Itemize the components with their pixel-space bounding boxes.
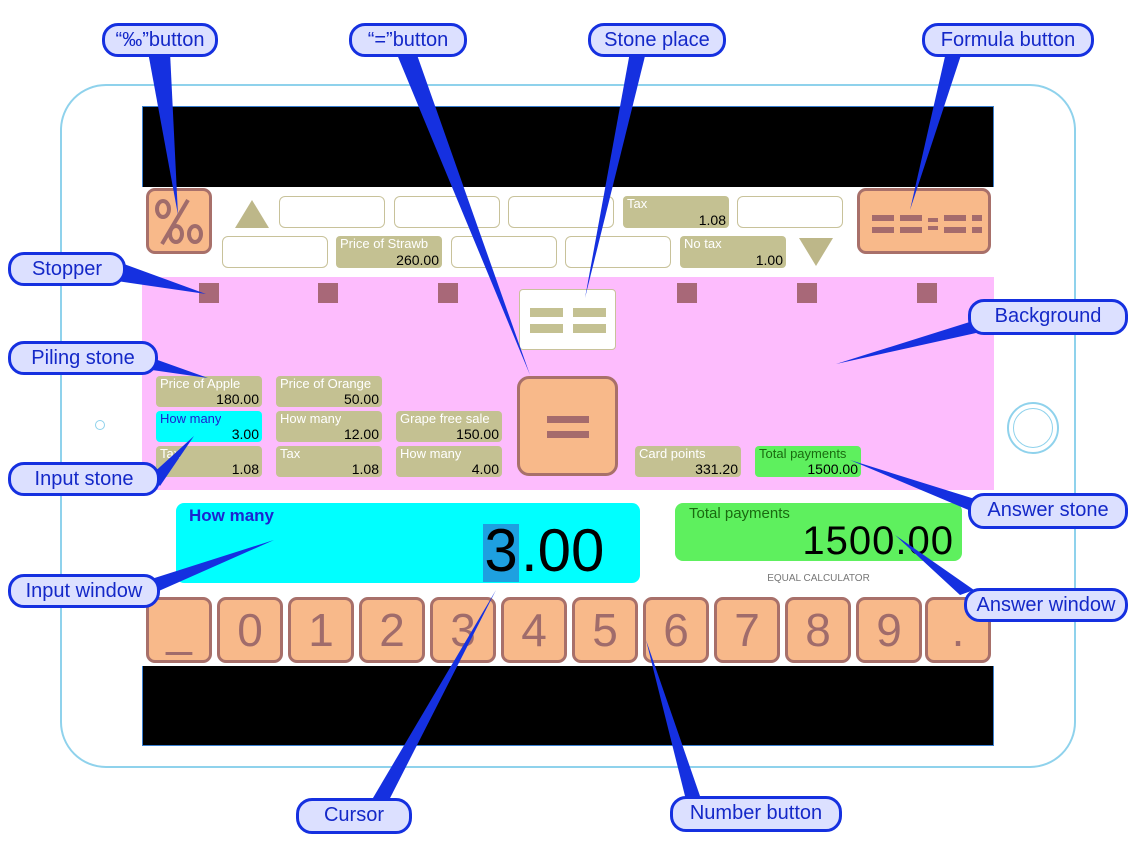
callout-stopper: Stopper	[8, 252, 126, 286]
stone-label: Price of Orange	[280, 376, 372, 391]
card-points-stone[interactable]: Card points 331.20	[635, 446, 741, 477]
stone-place[interactable]	[394, 196, 500, 228]
stone-place[interactable]	[222, 236, 328, 268]
key-4[interactable]: 4	[501, 597, 567, 663]
stone-label: Tax	[627, 196, 648, 211]
piling-stone[interactable]: Tax 1.08	[156, 446, 262, 477]
per-mille-button[interactable]	[146, 188, 212, 254]
stone-value: 1.00	[755, 252, 783, 268]
stone-value: 3.00	[231, 426, 259, 442]
stone-value: 150.00	[456, 426, 499, 442]
stone-value: 12.00	[343, 426, 379, 442]
key-7[interactable]: 7	[714, 597, 780, 663]
callout-number-button: Number button	[670, 796, 842, 832]
piling-stone[interactable]: Tax 1.08	[276, 446, 382, 477]
stone-place[interactable]	[737, 196, 843, 228]
stone-place[interactable]	[565, 236, 671, 268]
callout-input-window: Input window	[8, 574, 160, 608]
callout-per-mille-button: “‰”button	[102, 23, 218, 57]
piling-stone[interactable]: Price of Apple 180.00	[156, 376, 262, 407]
equals-icon	[547, 416, 589, 423]
stopper	[438, 283, 458, 303]
stopper	[797, 283, 817, 303]
callout-answer-stone: Answer stone	[968, 493, 1128, 529]
key-underscore[interactable]: _	[146, 597, 212, 663]
stone-value: 1500.00	[807, 461, 858, 477]
answer-value: 1500.00	[802, 519, 954, 563]
callout-cursor: Cursor	[296, 798, 412, 834]
callout-input-stone: Input stone	[8, 462, 160, 496]
stone-value: 180.00	[216, 391, 259, 407]
per-mille-icon	[155, 198, 203, 246]
callout-answer-window: Answer window	[964, 588, 1128, 622]
stone-label: No tax	[684, 236, 722, 251]
callout-formula-button: Formula button	[922, 23, 1094, 57]
stopper	[917, 283, 937, 303]
callout-stone-place: Stone place	[588, 23, 726, 57]
key-1[interactable]: 1	[288, 597, 354, 663]
home-button[interactable]	[1007, 402, 1059, 454]
stone-label: Grape free sale	[400, 411, 490, 426]
stone-place[interactable]	[279, 196, 385, 228]
key-8[interactable]: 8	[785, 597, 851, 663]
stone-value: 1.08	[698, 212, 726, 228]
answer-window: Total payments 1500.00	[675, 503, 962, 563]
cursor	[483, 524, 519, 582]
callout-equal-button: “=”button	[349, 23, 467, 57]
key-3[interactable]: 3	[430, 597, 496, 663]
stone-label: How many	[400, 446, 462, 461]
stone-label: Card points	[639, 446, 706, 461]
stopper	[677, 283, 697, 303]
key-5[interactable]: 5	[572, 597, 638, 663]
input-window-label: How many	[189, 506, 275, 525]
stone-label: Total payments	[759, 446, 847, 461]
stone-place[interactable]	[451, 236, 557, 268]
key-9[interactable]: 9	[856, 597, 922, 663]
stopper	[199, 283, 219, 303]
stone-label: Tax	[280, 446, 301, 461]
key-0[interactable]: 0	[217, 597, 283, 663]
stone-value: 331.20	[695, 461, 738, 477]
stone-place-center[interactable]	[519, 289, 616, 350]
piling-stone[interactable]: Grape free sale 150.00	[396, 411, 502, 442]
formula-icon	[860, 191, 988, 251]
key-6[interactable]: 6	[643, 597, 709, 663]
piling-stone[interactable]: Price of Orange 50.00	[276, 376, 382, 407]
app-name: EQUAL CALCULATOR	[767, 573, 870, 584]
stone-place[interactable]	[508, 196, 614, 228]
piling-stone[interactable]: How many 4.00	[396, 446, 502, 477]
stone-value: 50.00	[343, 391, 379, 407]
input-window[interactable]: How many 3 .00	[176, 503, 640, 584]
stone-value: 1.08	[231, 461, 259, 477]
camera	[95, 420, 105, 430]
input-value: .00	[521, 517, 605, 584]
stone-value: 4.00	[471, 461, 499, 477]
formula-button[interactable]	[857, 188, 991, 254]
stopper	[318, 283, 338, 303]
formula-stone-no-tax[interactable]: No tax 1.00	[680, 236, 786, 268]
stone-value: 260.00	[396, 252, 439, 268]
cursor-digit: 3	[484, 517, 518, 584]
key-2[interactable]: 2	[359, 597, 425, 663]
answer-stone[interactable]: Total payments 1500.00	[755, 446, 861, 477]
formula-stone-price-strawb[interactable]: Price of Strawb 260.00	[336, 236, 442, 268]
stone-label: How many	[160, 411, 222, 426]
triangle-up-icon[interactable]	[235, 200, 269, 228]
piling-stone[interactable]: How many 12.00	[276, 411, 382, 442]
stone-label: Price of Apple	[160, 376, 241, 391]
input-stone[interactable]: How many 3.00	[156, 411, 262, 442]
callout-background: Background	[968, 299, 1128, 335]
callout-piling-stone: Piling stone	[8, 341, 158, 375]
stone-label: How many	[280, 411, 342, 426]
answer-window-label: Total payments	[689, 505, 790, 522]
stone-label: Price of Strawb	[340, 236, 429, 251]
stone-value: 1.08	[351, 461, 379, 477]
equals-button[interactable]	[517, 376, 618, 476]
formula-stone-tax[interactable]: Tax 1.08	[623, 196, 729, 228]
triangle-down-icon[interactable]	[799, 238, 833, 266]
